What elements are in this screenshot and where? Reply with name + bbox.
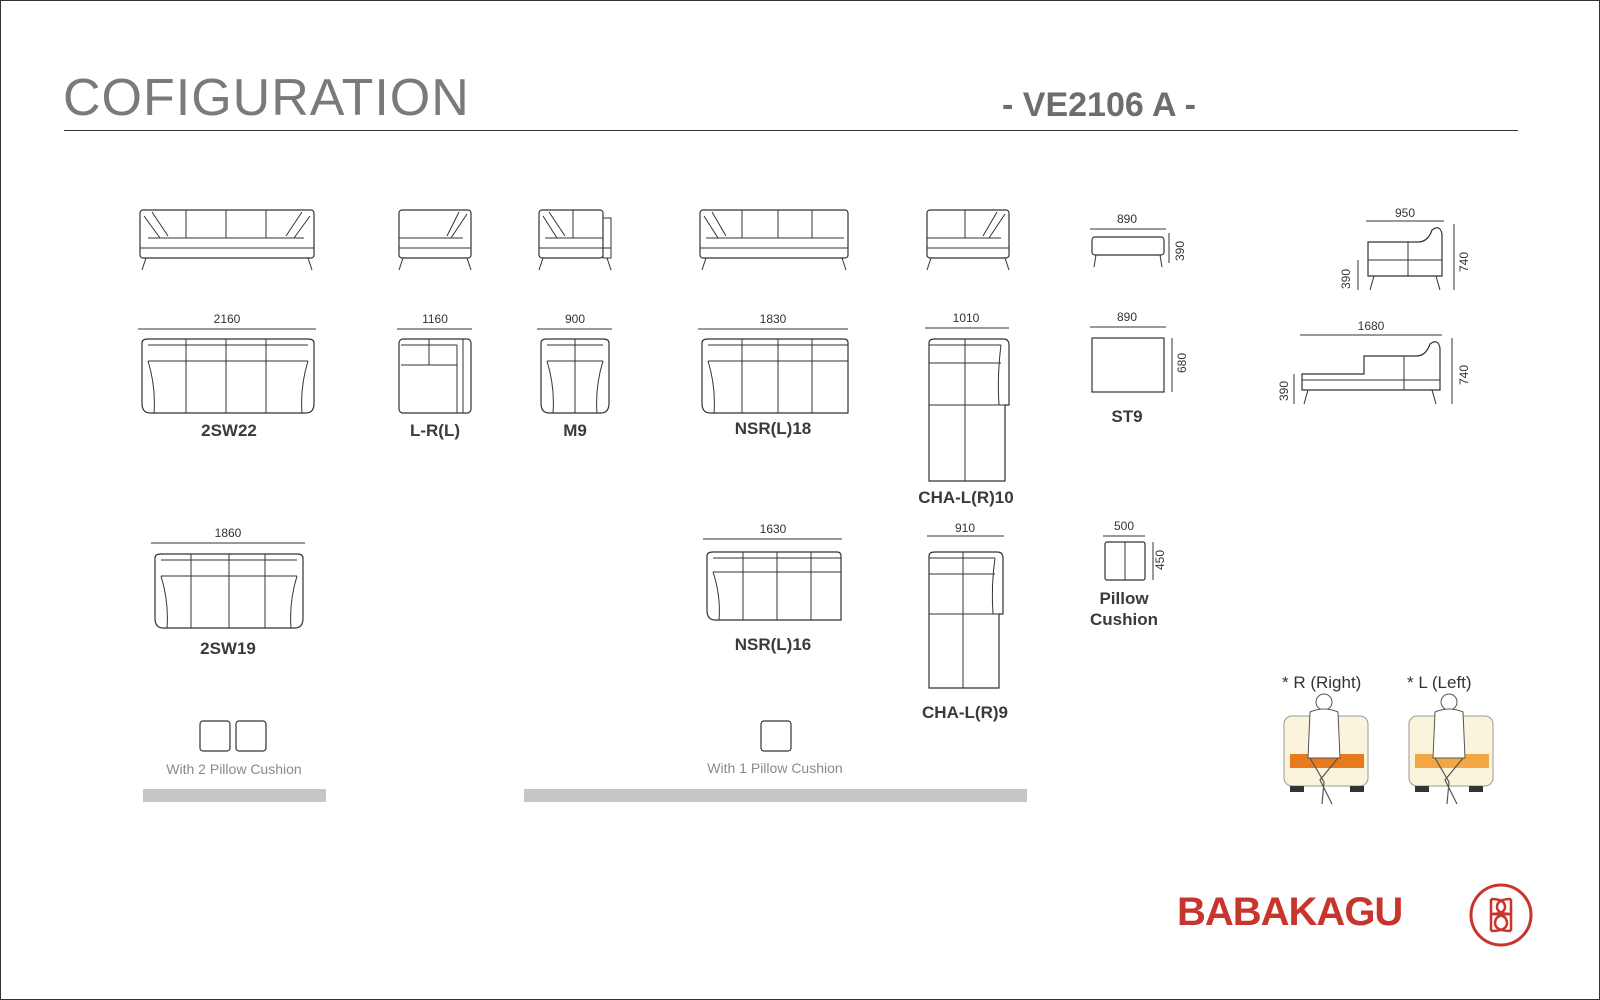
group-bar-left — [143, 789, 326, 802]
module-label-m9: M9 — [563, 421, 587, 440]
elevation-l-r-l — [398, 209, 472, 271]
plan-st9 — [1091, 337, 1173, 393]
dim-line-st9-top — [1090, 228, 1166, 230]
dim-line-l-r-l — [397, 328, 472, 330]
dim-pillow-width: 500 — [1113, 519, 1135, 533]
dim-pillow-height: 450 — [1153, 549, 1167, 571]
orientation-left-illustration — [1408, 693, 1494, 805]
elevation-st9 — [1091, 233, 1170, 268]
dim-2sw22: 2160 — [213, 312, 241, 326]
dim-st9-depth: 680 — [1175, 352, 1189, 374]
model-code: - VE2106 A - — [1002, 86, 1197, 124]
dim-line-cha-l-r-9 — [927, 535, 1004, 537]
orientation-right-illustration — [1283, 693, 1369, 805]
dim-nsr-l-16: 1630 — [759, 522, 787, 536]
pillow-label-line2: Cushion — [1090, 610, 1158, 629]
two-pillow-icon — [199, 720, 267, 752]
dim-chaise-long-seat: 390 — [1277, 380, 1291, 402]
dim-line-st9-plan — [1090, 326, 1166, 328]
plan-nsr-l-16 — [706, 551, 842, 621]
side-view-chaise — [1357, 220, 1455, 291]
page-title: COFIGURATION — [63, 69, 470, 127]
orientation-left-label: * L (Left) — [1407, 673, 1472, 692]
plan-2sw22 — [141, 338, 315, 414]
dim-chaise-side-height: 740 — [1457, 251, 1471, 273]
pillow-shape — [1104, 541, 1154, 581]
plan-l-r-l — [398, 338, 472, 414]
brand-logo-icon — [1469, 883, 1533, 947]
module-label-2sw19: 2SW19 — [200, 639, 256, 658]
pillow-label-line1: Pillow — [1099, 589, 1149, 608]
dim-chaise-long-height: 740 — [1457, 364, 1471, 386]
header-rule — [64, 130, 1518, 131]
module-label-cha-l-r-9: CHA-L(R)9 — [922, 703, 1008, 722]
dim-cha-l-r-9: 910 — [954, 521, 976, 535]
elevation-2sw22 — [139, 209, 315, 271]
one-pillow-icon — [760, 720, 792, 752]
dim-nsr-l-18: 1830 — [759, 312, 787, 326]
dim-line-2sw22 — [138, 328, 316, 330]
plan-cha-l-r-9 — [928, 551, 1004, 689]
dim-line-nsr-l-16 — [703, 538, 842, 540]
module-label-st9: ST9 — [1111, 407, 1143, 426]
dim-chaise-side-seat: 390 — [1339, 268, 1353, 290]
dim-line-cha-l-r-10 — [925, 327, 1009, 329]
dim-st9-width-top: 890 — [1116, 212, 1138, 226]
plan-nsr-l-18 — [701, 338, 849, 414]
module-label-2sw22: 2SW22 — [201, 421, 257, 440]
module-label-nsr-l-16: NSR(L)16 — [734, 635, 812, 654]
elevation-cha-l-r-10 — [926, 209, 1010, 271]
dim-m9: 900 — [564, 312, 586, 326]
dim-st9-height-top: 390 — [1173, 240, 1187, 262]
note-two-pillows: With 2 Pillow Cushion — [166, 761, 302, 777]
dim-cha-l-r-10: 1010 — [952, 311, 980, 325]
dim-st9-width-plan: 890 — [1116, 310, 1138, 324]
dim-2sw19: 1860 — [214, 526, 242, 540]
plan-2sw19 — [154, 553, 304, 629]
brand-wordmark: BABAKAGU — [1177, 890, 1403, 934]
plan-cha-l-r-10 — [928, 338, 1010, 482]
module-label-l-r-l: L-R(L) — [409, 421, 461, 440]
dim-l-r-l: 1160 — [422, 312, 448, 326]
dim-line-pillow — [1103, 535, 1145, 537]
dim-chaise-side-width: 950 — [1394, 206, 1416, 220]
side-view-chaise-long — [1293, 334, 1453, 405]
elevation-nsr-l-18 — [699, 209, 849, 271]
group-bar-center — [524, 789, 1027, 802]
elevation-m9 — [538, 209, 612, 271]
dim-line-m9 — [537, 328, 612, 330]
orientation-right-label: * R (Right) — [1282, 673, 1362, 692]
plan-m9 — [540, 338, 610, 414]
note-one-pillow: With 1 Pillow Cushion — [707, 760, 843, 776]
module-label-cha-l-r-10: CHA-L(R)10 — [918, 488, 1014, 507]
dim-line-nsr-l-18 — [698, 328, 848, 330]
dim-chaise-long-width: 1680 — [1357, 319, 1385, 333]
dim-line-2sw19 — [151, 542, 305, 544]
module-label-nsr-l-18: NSR(L)18 — [734, 419, 812, 438]
